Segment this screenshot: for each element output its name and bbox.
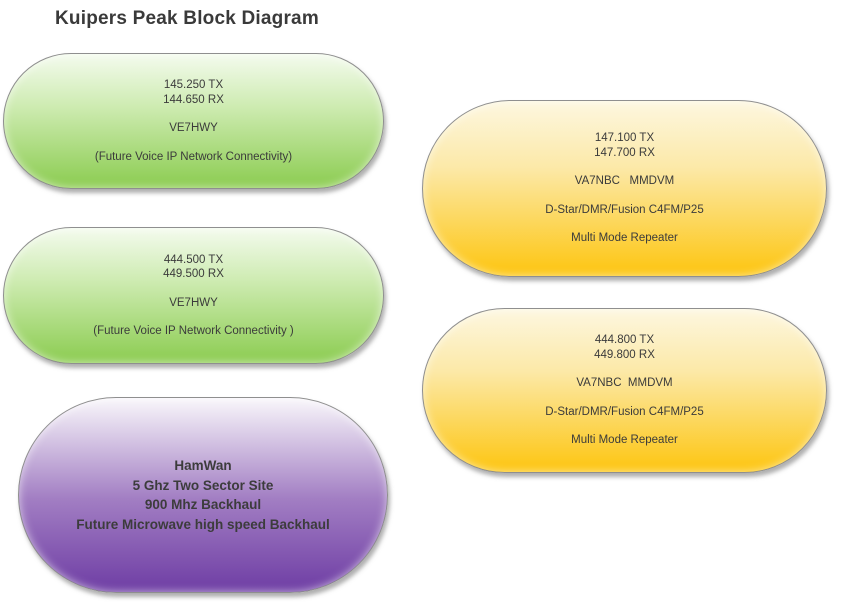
callsign: VA7NBC MMDVM xyxy=(576,377,673,390)
rx-frequency: 449.800 RX xyxy=(594,348,655,361)
hamwan-future-backhaul: Future Microwave high speed Backhaul xyxy=(76,516,330,532)
digital-modes: D-Star/DMR/Fusion C4FM/P25 xyxy=(545,405,704,418)
block-va7nbc-2m: 147.100 TX 147.700 RX VA7NBC MMDVM D-Sta… xyxy=(422,100,827,277)
callsign-group: VA7NBC MMDVM xyxy=(576,376,672,391)
frequency-group: 444.500 TX 449.500 RX xyxy=(163,253,224,282)
callsign: VA7NBC MMDVM xyxy=(574,175,675,188)
callsign: VE7HWY xyxy=(169,296,218,309)
block-hamwan: HamWan 5 Ghz Two Sector Site 900 Mhz Bac… xyxy=(18,397,388,593)
tx-frequency: 147.100 TX xyxy=(594,132,655,145)
hamwan-backhaul: 900 Mhz Backhaul xyxy=(144,497,262,512)
hamwan-sector-site: 5 Ghz Two Sector Site xyxy=(132,477,274,493)
rx-frequency: 449.500 RX xyxy=(163,268,224,280)
callsign-group: VE7HWY xyxy=(169,296,218,311)
digital-modes: D-Star/DMR/Fusion C4FM/P25 xyxy=(545,203,704,216)
frequency-group: 147.100 TX 147.700 RX xyxy=(594,131,655,160)
hamwan-lines: HamWan 5 Ghz Two Sector Site 900 Mhz Bac… xyxy=(76,456,330,534)
rx-frequency: 147.700 RX xyxy=(594,146,655,159)
note: (Future Voice IP Network Connectivity) xyxy=(94,150,293,163)
rx-frequency: 144.650 RX xyxy=(163,93,224,106)
hamwan-title: HamWan xyxy=(174,458,232,473)
tx-frequency: 444.500 TX xyxy=(163,253,224,266)
note-group: (Future Voice IP Network Connectivity ) xyxy=(93,324,293,339)
type-group: Multi Mode Repeater xyxy=(571,231,678,246)
callsign-group: VE7HWY xyxy=(169,121,218,136)
frequency-group: 444.800 TX 449.800 RX xyxy=(594,333,655,362)
callsign: VE7HWY xyxy=(169,122,218,134)
modes-group: D-Star/DMR/Fusion C4FM/P25 xyxy=(545,203,703,218)
frequency-group: 145.250 TX 144.650 RX xyxy=(163,78,224,107)
block-ve7hwy-70cm: 444.500 TX 449.500 RX VE7HWY (Future Voi… xyxy=(3,227,384,364)
note-group: (Future Voice IP Network Connectivity) xyxy=(95,150,292,165)
modes-group: D-Star/DMR/Fusion C4FM/P25 xyxy=(545,405,703,420)
repeater-type: Multi Mode Repeater xyxy=(571,232,678,245)
type-group: Multi Mode Repeater xyxy=(571,433,678,448)
note: (Future Voice IP Network Connectivity ) xyxy=(93,325,294,337)
block-va7nbc-70cm: 444.800 TX 449.800 RX VA7NBC MMDVM D-Sta… xyxy=(422,308,827,473)
repeater-type: Multi Mode Repeater xyxy=(571,434,678,447)
callsign-group: VA7NBC MMDVM xyxy=(575,174,674,189)
page-title: Kuipers Peak Block Diagram xyxy=(55,8,319,29)
block-ve7hwy-2m: 145.250 TX 144.650 RX VE7HWY (Future Voi… xyxy=(3,53,384,189)
tx-frequency: 145.250 TX xyxy=(163,79,224,91)
tx-frequency: 444.800 TX xyxy=(594,334,655,347)
